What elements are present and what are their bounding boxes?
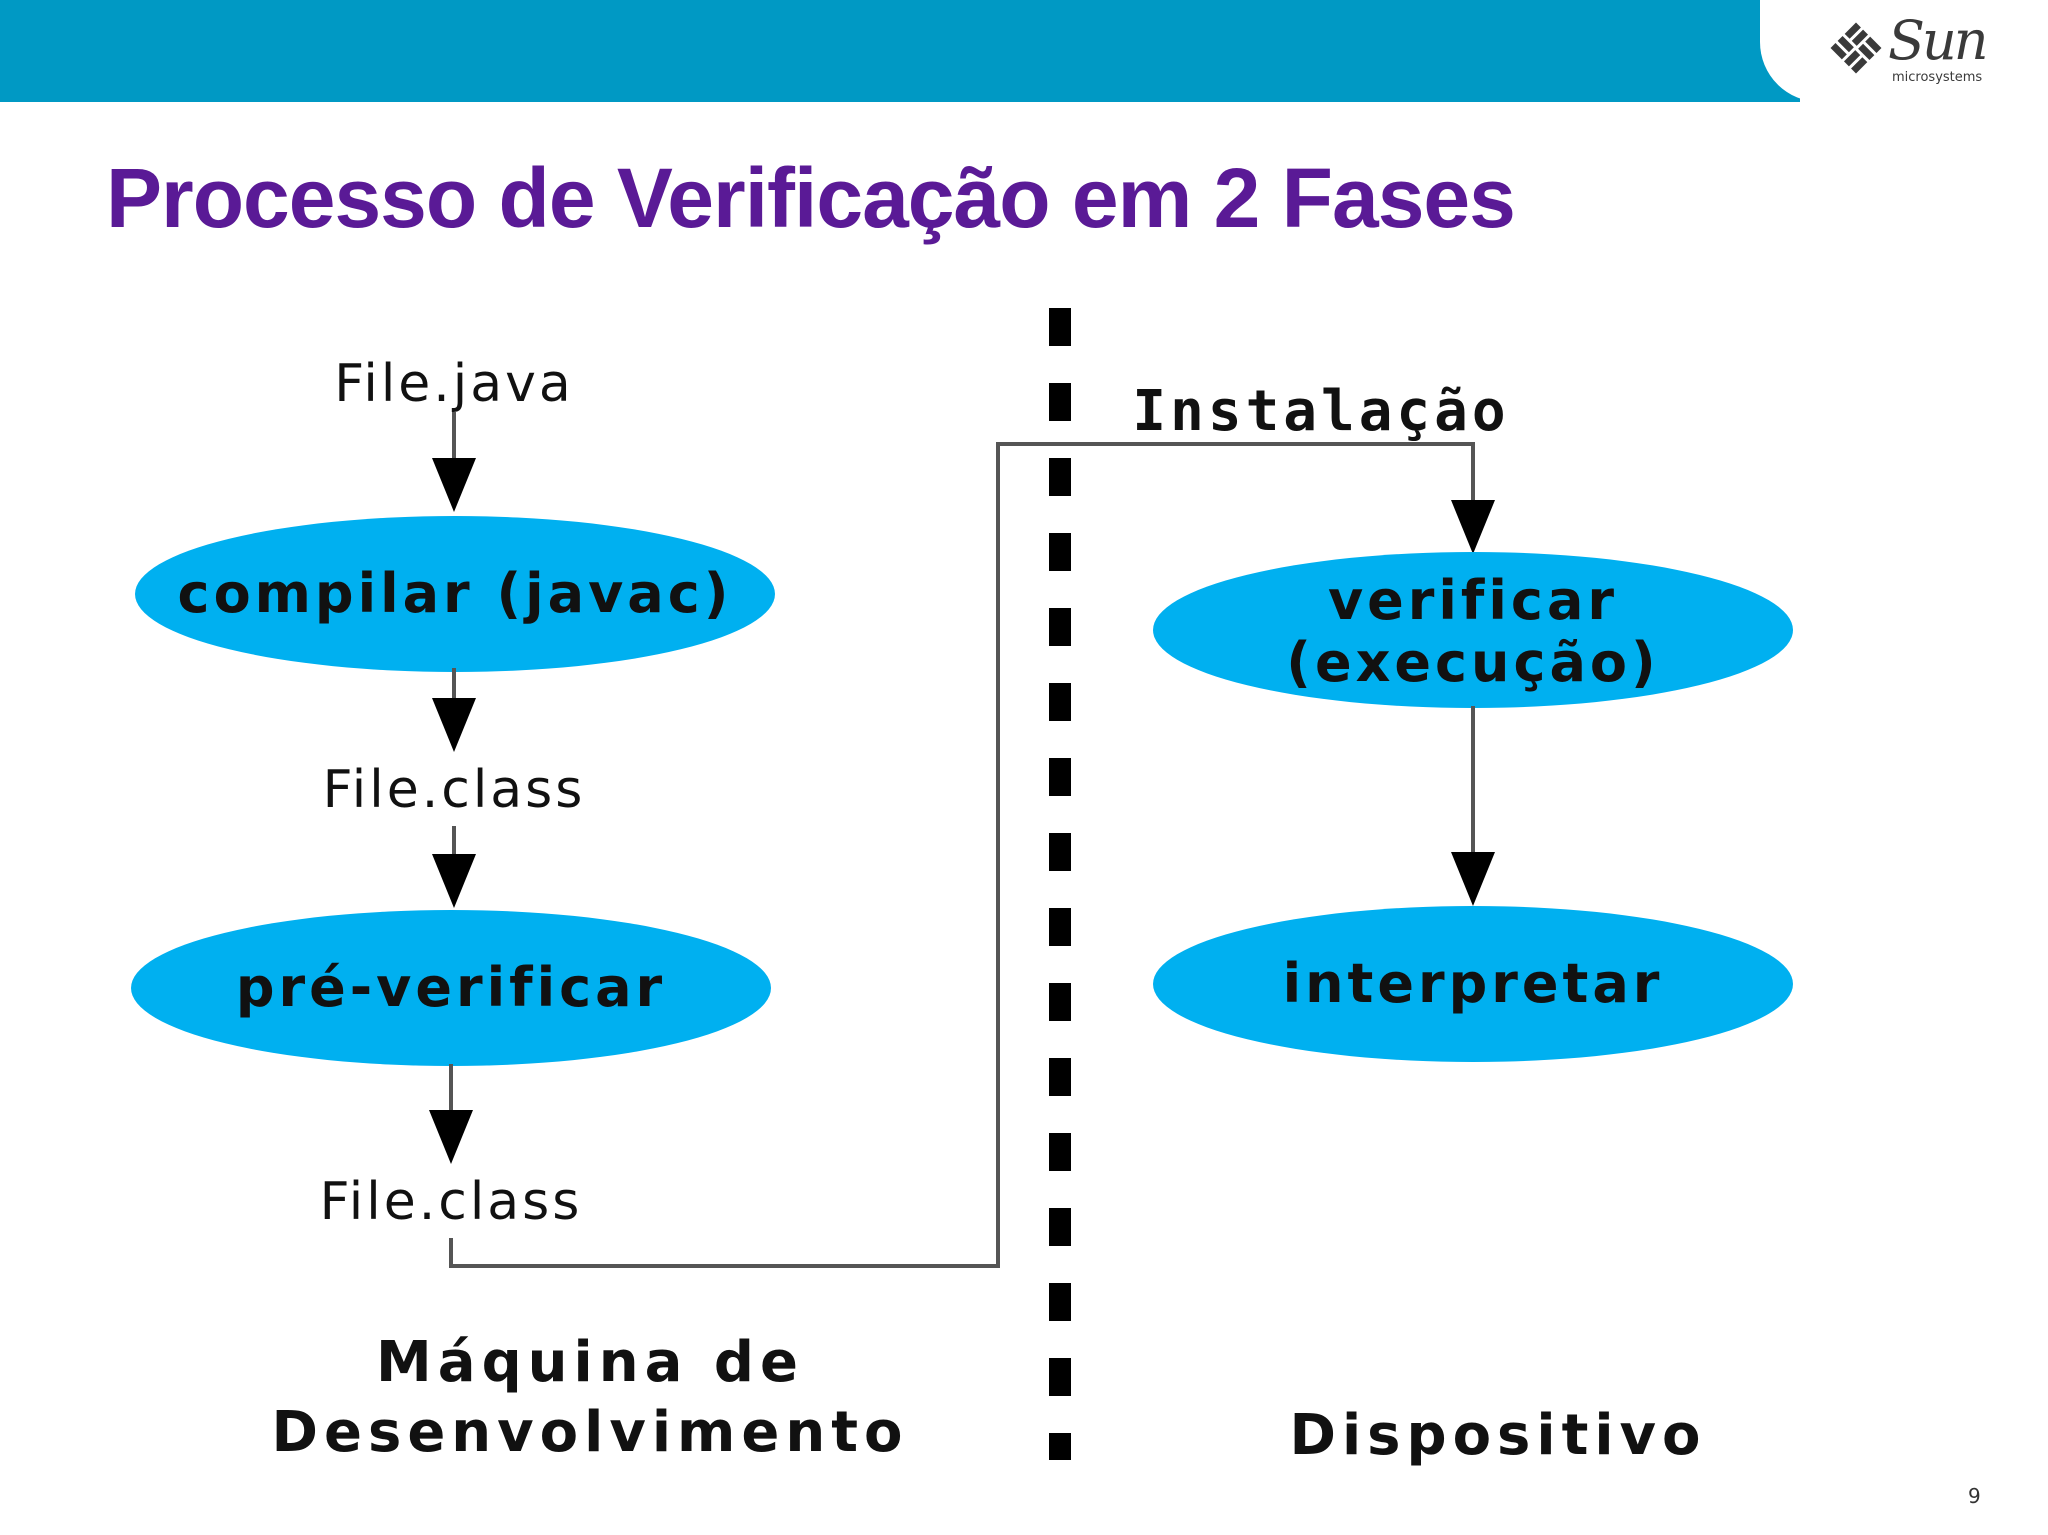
- slide-title: Processo de Verificação em 2 Fases: [106, 151, 1516, 245]
- file-class-label-1: File.class: [322, 760, 586, 820]
- verify-label: verificar (execução): [1286, 568, 1660, 694]
- verify-line1: verificar: [1327, 568, 1619, 632]
- node-verify: [1153, 552, 1793, 708]
- arrowhead-compile-to-class: [432, 698, 476, 752]
- preverify-label: pré-verificar: [235, 955, 667, 1019]
- verify-line2: (execução): [1286, 631, 1660, 694]
- arrowhead-verify-to-interpret: [1451, 852, 1495, 906]
- page-number: 9: [1968, 1484, 1981, 1508]
- sun-logo-icon: [1830, 22, 1882, 74]
- development-machine-line2: Desenvolvimento: [271, 1400, 909, 1465]
- header-bar: [0, 0, 1800, 102]
- arrowhead-preverify-to-class: [429, 1110, 473, 1164]
- node-interpret: [1153, 906, 1793, 1062]
- install-label: Instalação: [1132, 379, 1510, 444]
- logo-wordmark: Sun: [1888, 9, 1989, 72]
- development-machine-label: Máquina de Desenvolvimento: [272, 1328, 909, 1468]
- logo-subtitle: microsystems: [1892, 70, 1983, 85]
- compile-label: compilar (javac): [177, 561, 733, 625]
- connector-install-path: [449, 442, 1475, 1268]
- interpret-label: interpretar: [1282, 951, 1664, 1015]
- arrowhead-install-to-verify: [1451, 500, 1495, 554]
- file-java-label: File.java: [334, 354, 574, 414]
- node-preverify: [131, 910, 771, 1066]
- node-compile: [135, 516, 775, 672]
- arrowhead-class-to-preverify: [432, 854, 476, 908]
- device-label: Dispositivo: [1289, 1403, 1707, 1468]
- sun-logo: Sun microsystems: [1826, 9, 2026, 86]
- arrowhead-java-to-compile: [432, 458, 476, 512]
- file-class-label-2: File.class: [319, 1172, 583, 1232]
- development-machine-line1: Máquina de: [376, 1330, 804, 1395]
